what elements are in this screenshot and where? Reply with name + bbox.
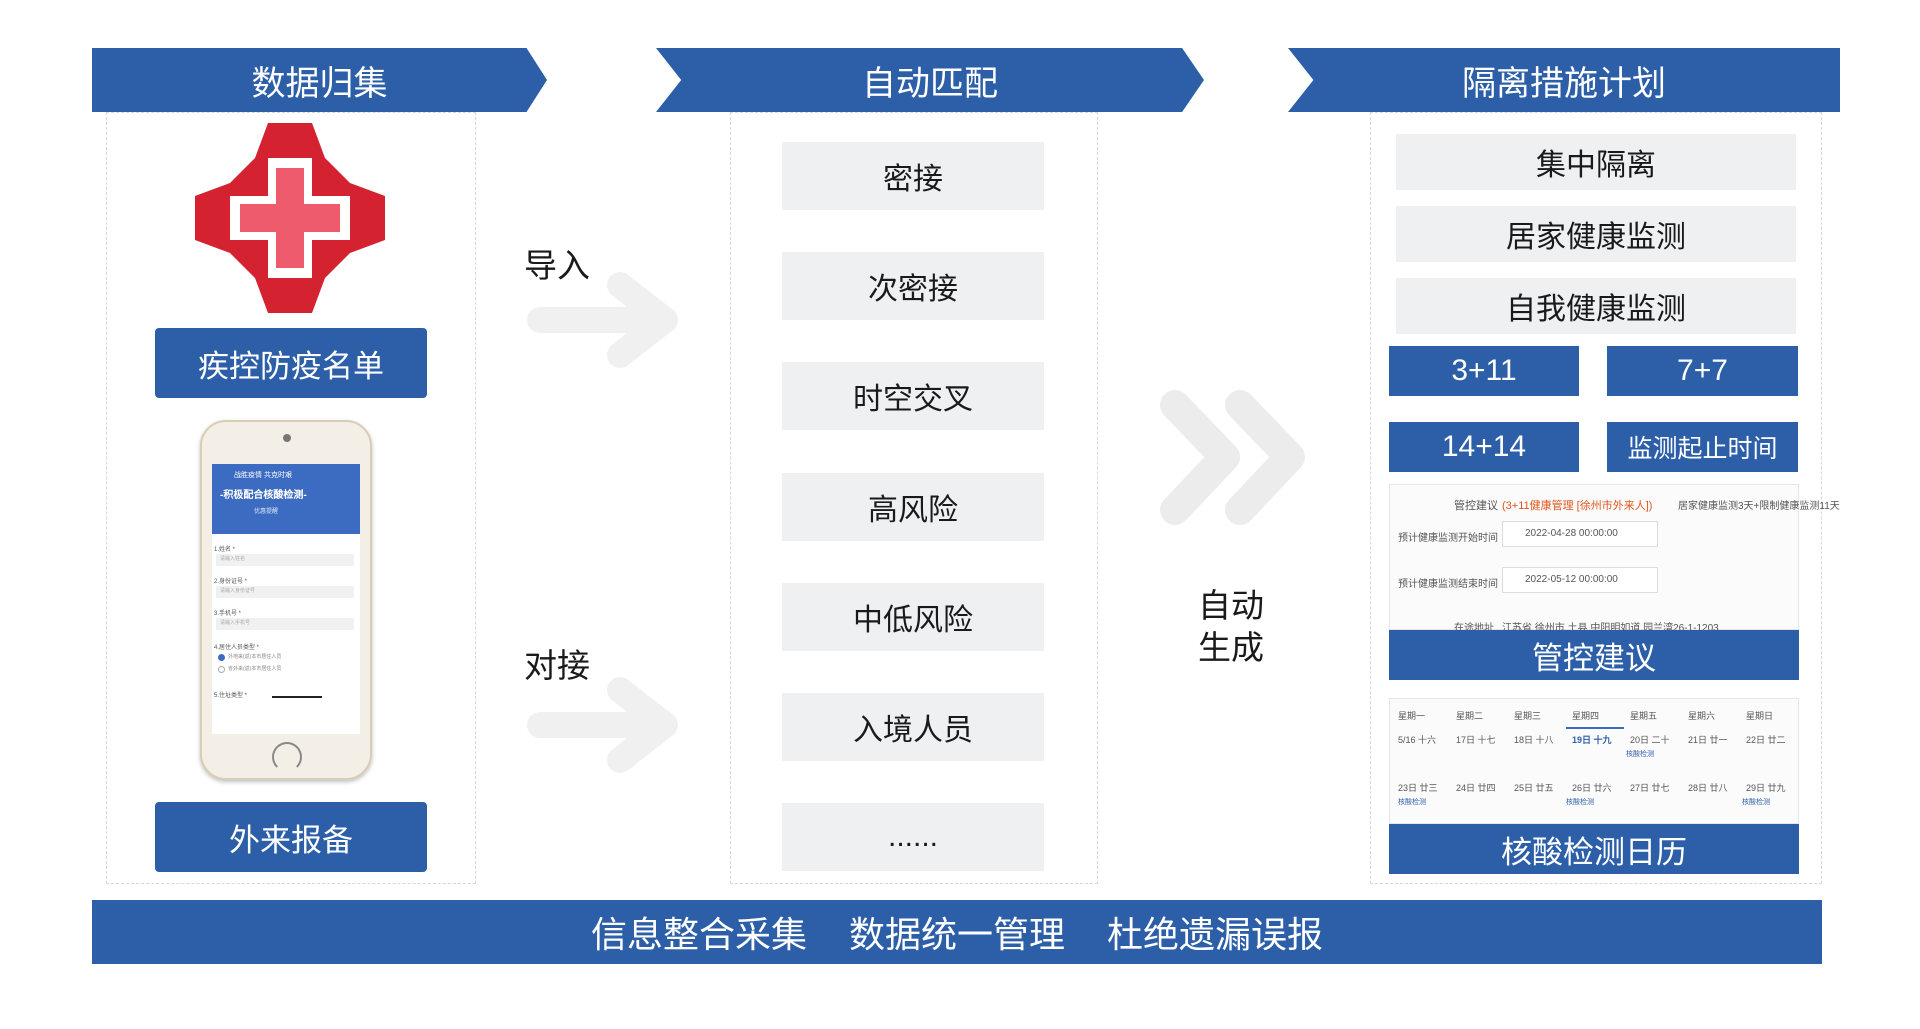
label-generate: 生成 — [1198, 629, 1264, 666]
header-match: 自动匹配 — [656, 48, 1204, 112]
calendar-weekday: 星期日 — [1746, 711, 1774, 721]
plan-panel — [1370, 112, 1822, 884]
start-time-input[interactable]: 2022-04-28 00:00:00 — [1502, 521, 1658, 547]
calendar-day[interactable]: 21日 廿一 — [1688, 735, 1728, 745]
calendar-weekday: 星期一 — [1398, 711, 1426, 721]
calendar-week1-row: 5/16 十六 17日 十七 18日 十八 19日 十九 20日 二十 21日 廿一 22日… — [1390, 733, 1800, 747]
external-report-button[interactable]: 外来报备 — [155, 802, 427, 872]
combo-14-14: 14+14 — [1389, 422, 1579, 472]
match-item-close-contact: 密接 — [782, 142, 1044, 210]
double-chevron-icon — [1160, 390, 1305, 525]
footer-item-prevent: 杜绝遗漏误报 — [1107, 914, 1324, 955]
calendar-day[interactable]: 27日 廿七 — [1630, 783, 1670, 793]
radio-option-1[interactable] — [218, 654, 225, 661]
calendar-day[interactable]: 29日 廿九 — [1746, 783, 1786, 793]
calendar-day[interactable]: 28日 廿八 — [1688, 783, 1728, 793]
label-import: 导入 — [524, 247, 590, 284]
calendar-day[interactable]: 19日 十九 — [1572, 735, 1612, 745]
label-auto: 自动 — [1198, 587, 1264, 624]
phone-banner: 战胜疫情 共克时艰 -积极配合核酸检测- 优惠提醒 — [212, 464, 360, 534]
calendar-tag-4: 核酸检测 — [1742, 799, 1770, 806]
phone-divider — [272, 696, 322, 698]
combo-3-11: 3+11 — [1389, 346, 1579, 396]
cdc-list-button[interactable]: 疾控防疫名单 — [155, 328, 427, 398]
match-item-high-risk: 高风险 — [782, 473, 1044, 541]
match-item-inbound: 入境人员 — [782, 693, 1044, 761]
form-field-phone: 3.手机号 * — [214, 611, 242, 617]
advice-row1-value: (3+11健康管理 [徐州市外来人]) — [1502, 500, 1653, 512]
phone-mockup: 战胜疫情 共克时艰 -积极配合核酸检测- 优惠提醒 1.姓名 * 请输入姓名 2… — [200, 420, 372, 780]
calendar-day[interactable]: 26日 廿六 — [1572, 783, 1612, 793]
radio-option-2[interactable] — [218, 666, 225, 673]
phone-camera — [283, 434, 291, 442]
phone-banner-line2: -积极配合核酸检测- — [220, 490, 307, 501]
end-time-input[interactable]: 2022-05-12 00:00:00 — [1502, 567, 1658, 593]
advice-row1-label: 管控建议 — [1454, 500, 1498, 512]
calendar-today-marker — [1566, 727, 1624, 729]
match-item-secondary-contact: 次密接 — [782, 252, 1044, 320]
calendar-screenshot: 星期一 星期二 星期三 星期四 星期五 星期六 星期日 5/16 十六 17日 十七 18日 十… — [1389, 698, 1799, 824]
plan-item-centralized: 集中隔离 — [1396, 134, 1796, 190]
calendar-day[interactable]: 20日 二十 — [1630, 735, 1670, 745]
combo-7-7: 7+7 — [1607, 346, 1798, 396]
advice-row1-tail: 居家健康监测3天+限制健康监测11天 — [1678, 501, 1840, 512]
match-item-mid-low-risk: 中低风险 — [782, 583, 1044, 651]
calendar-day[interactable]: 24日 廿四 — [1456, 783, 1496, 793]
arrow-right-icon-2 — [527, 677, 678, 773]
calendar-day[interactable]: 22日 廿二 — [1746, 735, 1786, 745]
red-cross-icon — [195, 123, 385, 313]
footer-item-manage: 数据统一管理 — [848, 914, 1065, 955]
header-collect: 数据归集 — [92, 48, 547, 112]
arrow-right-icon — [527, 272, 678, 368]
advice-row4-label: 在途地址 — [1454, 623, 1494, 634]
radio-option-2-label: 省外来(返)本市居住人员 — [228, 666, 282, 672]
match-panel — [730, 112, 1098, 884]
phone-input[interactable]: 请输入手机号 — [216, 618, 354, 630]
advice-row3-label: 预计健康监测结束时间 — [1398, 579, 1498, 590]
calendar-weekday: 星期五 — [1630, 711, 1658, 721]
calendar-tag-3: 核酸检测 — [1566, 799, 1594, 806]
calendar-caption: 核酸检测日历 — [1389, 824, 1799, 874]
phone-banner-line1: 战胜疫情 共克时艰 — [234, 472, 292, 479]
id-input[interactable]: 请输入身份证号 — [216, 586, 354, 598]
calendar-day[interactable]: 18日 十八 — [1514, 735, 1554, 745]
advice-row4-value: 江苏省 徐州市 土县 中阳明如道 园兰湾26-1-1203 — [1502, 623, 1719, 634]
match-item-more: ...... — [782, 803, 1044, 871]
advice-row2-label: 预计健康监测开始时间 — [1398, 533, 1498, 544]
label-dock: 对接 — [524, 647, 590, 684]
calendar-week2-row: 23日 廿三 24日 廿四 25日 廿五 26日 廿六 27日 廿七 28日 廿八 29日 … — [1390, 781, 1800, 795]
calendar-day[interactable]: 17日 十七 — [1456, 735, 1496, 745]
calendar-weekday: 星期四 — [1572, 711, 1600, 721]
calendar-tag-1: 核酸检测 — [1626, 751, 1654, 758]
collect-panel — [106, 112, 476, 884]
calendar-day[interactable]: 5/16 十六 — [1398, 735, 1437, 745]
combo-monitor-period: 监测起止时间 — [1607, 422, 1798, 472]
footer-bar: 信息整合采集 数据统一管理 杜绝遗漏误报 — [92, 900, 1822, 964]
match-item-spacetime-overlap: 时空交叉 — [782, 362, 1044, 430]
name-input[interactable]: 请输入姓名 — [216, 554, 354, 566]
form-field-name: 1.姓名 * — [214, 547, 236, 553]
calendar-weekday: 星期三 — [1514, 711, 1542, 721]
plan-item-self-monitoring: 自我健康监测 — [1396, 278, 1796, 334]
footer-item-collect: 信息整合采集 — [590, 914, 807, 955]
calendar-weekday-row: 星期一 星期二 星期三 星期四 星期五 星期六 星期日 — [1390, 709, 1800, 723]
advice-caption: 管控建议 — [1389, 630, 1799, 680]
calendar-day[interactable]: 23日 廿三 — [1398, 783, 1438, 793]
calendar-weekday: 星期六 — [1688, 711, 1716, 721]
radio-option-1-label: 外地来(返)本市居住人员 — [228, 654, 282, 660]
advice-screenshot: 管控建议 (3+11健康管理 [徐州市外来人]) 居家健康监测3天+限制健康监测… — [1389, 484, 1840, 634]
calendar-tag-2: 核酸检测 — [1398, 799, 1426, 806]
phone-screen: 战胜疫情 共克时艰 -积极配合核酸检测- 优惠提醒 1.姓名 * 请输入姓名 2… — [212, 464, 360, 734]
calendar-weekday: 星期二 — [1456, 711, 1484, 721]
phone-banner-small: 优惠提醒 — [254, 509, 279, 515]
form-field-id: 2.身份证号 * — [214, 579, 248, 585]
form-field-address: 5.住址类型 * — [214, 693, 248, 699]
header-plan: 隔离措施计划 — [1288, 48, 1840, 112]
phone-home-button — [272, 742, 302, 772]
plan-item-home-monitoring: 居家健康监测 — [1396, 206, 1796, 262]
calendar-day[interactable]: 25日 廿五 — [1514, 783, 1554, 793]
form-field-type: 4.居住人员类型 * — [214, 645, 260, 651]
